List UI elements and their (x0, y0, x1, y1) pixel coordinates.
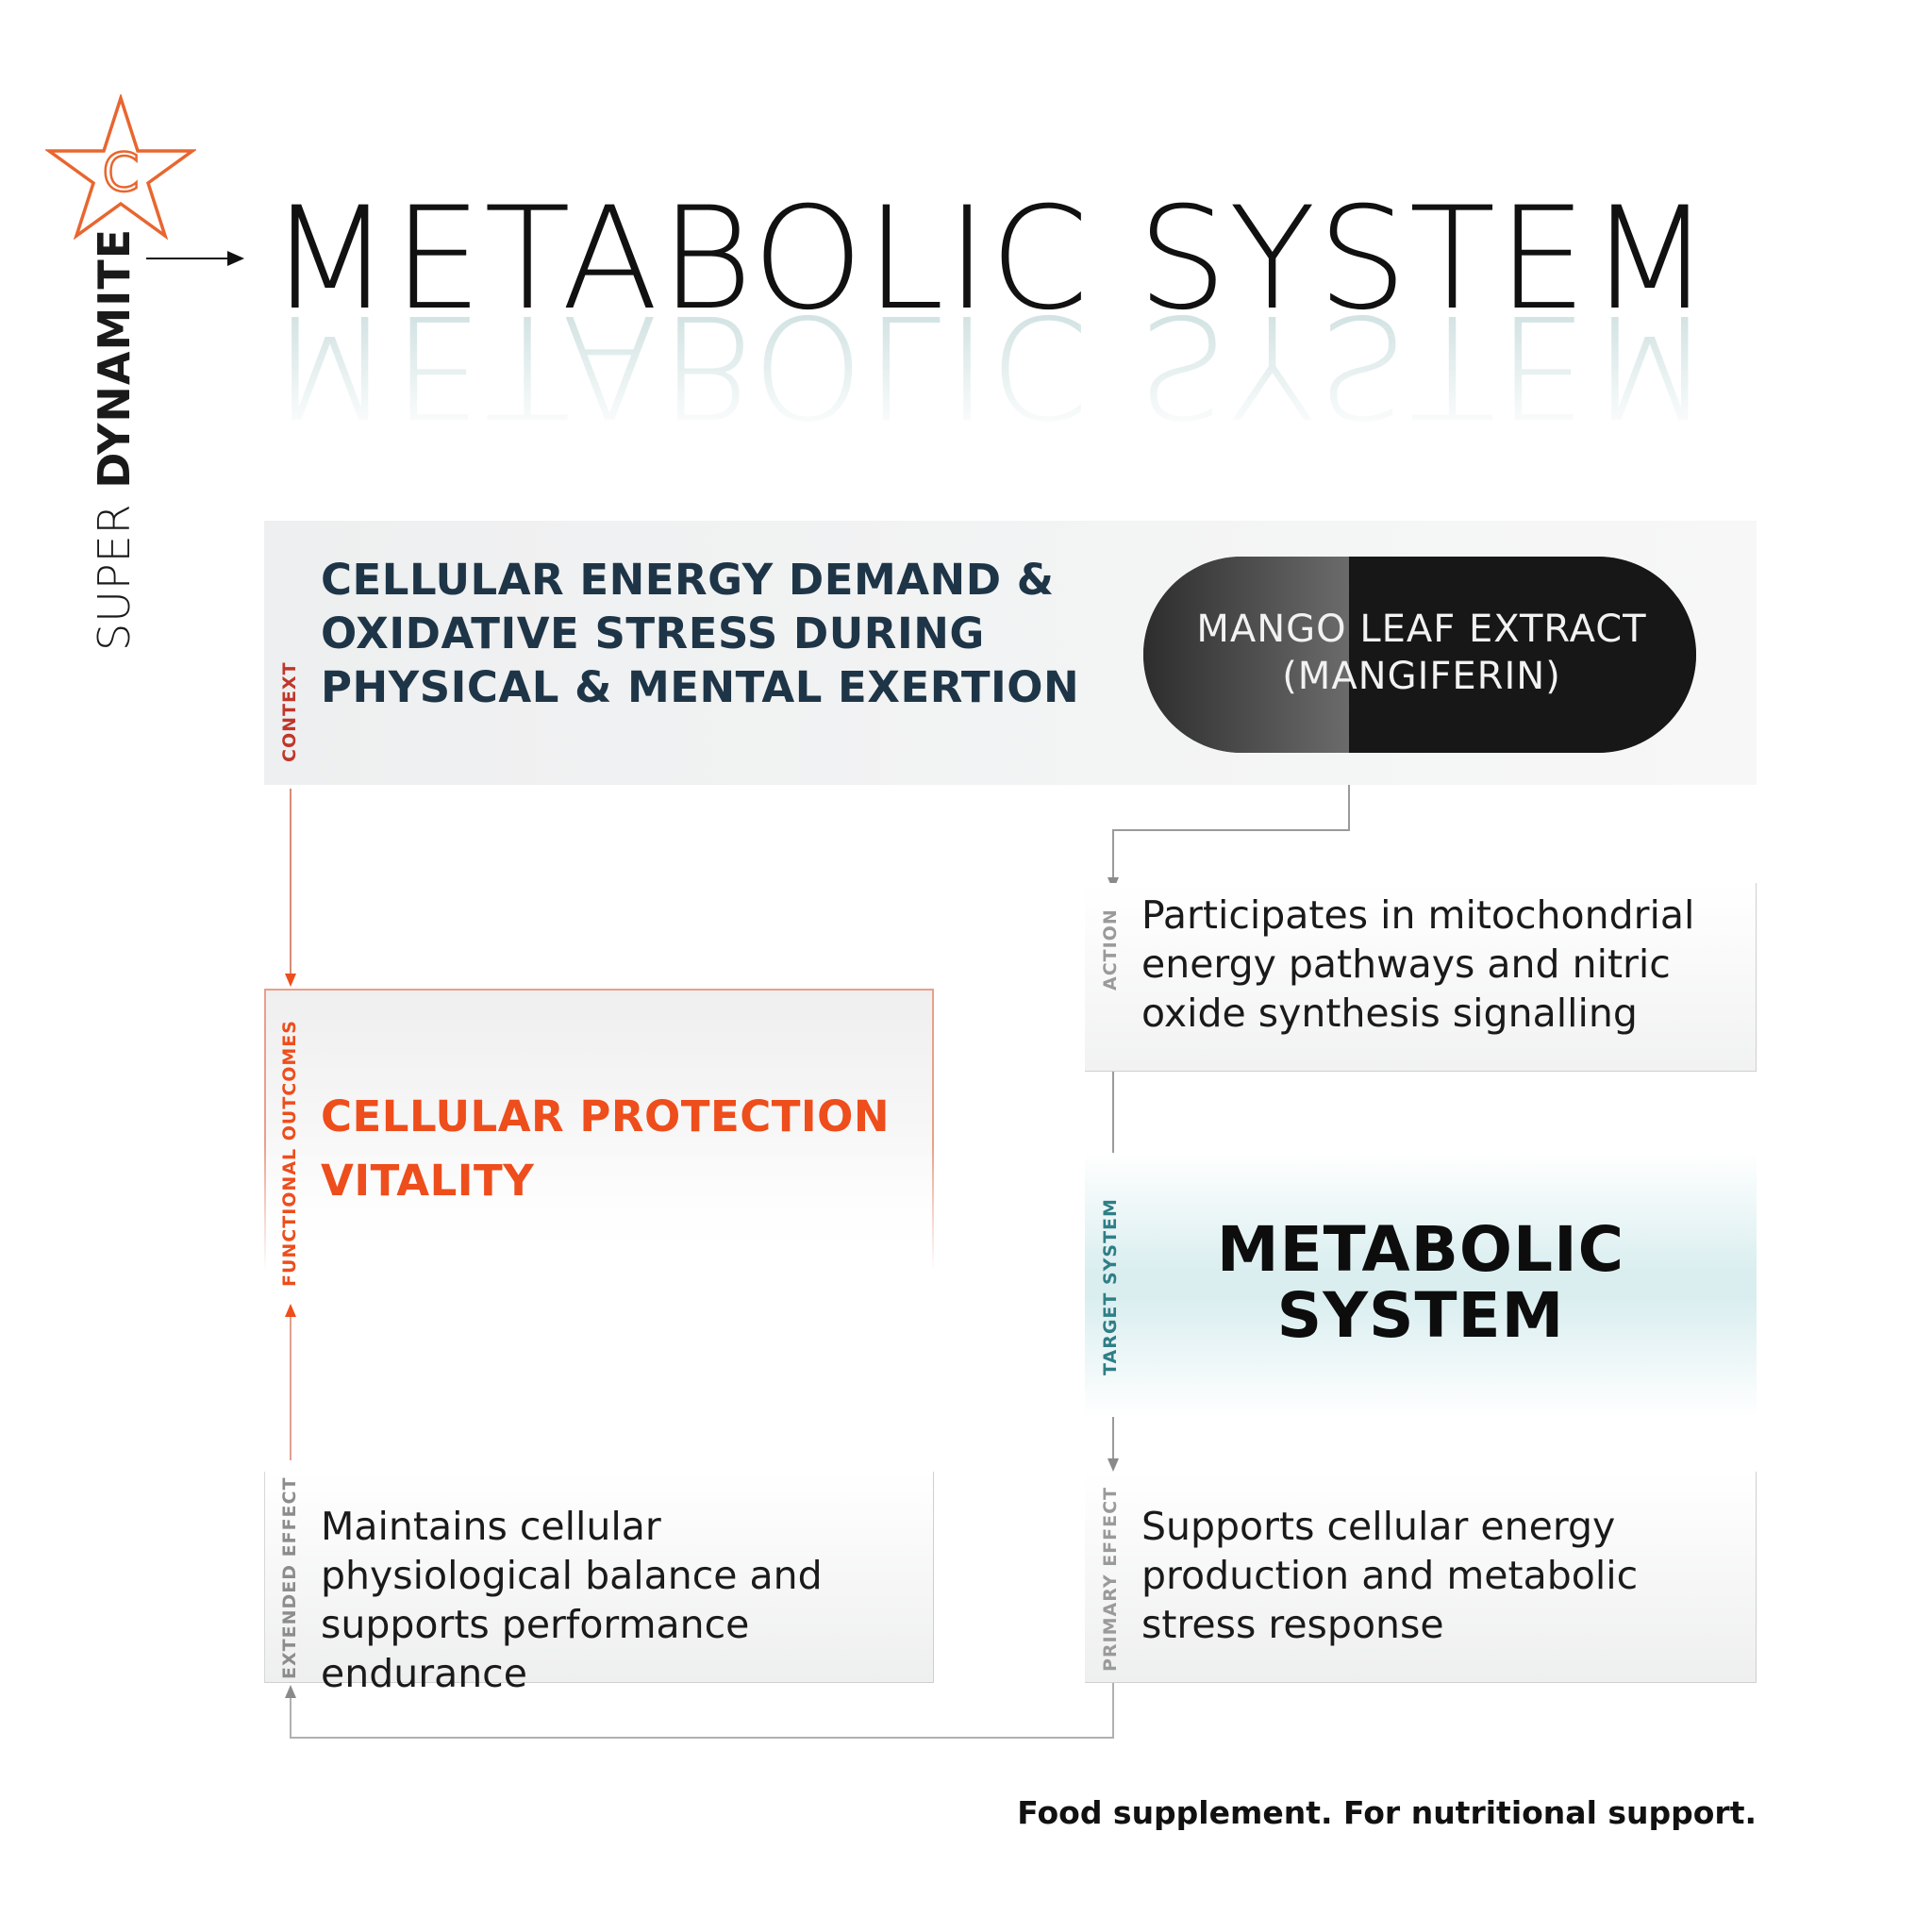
page-title-reflection: METABOLIC SYSTEM (269, 283, 1713, 447)
extended-effect-box (264, 1472, 934, 1683)
extended-effect-label: EXTENDED EFFECT (279, 1476, 300, 1679)
brand-star-icon: C (45, 94, 196, 240)
action-label: ACTION (1100, 908, 1121, 991)
arrowhead-primary (1108, 1458, 1119, 1472)
outcome-line1: CELLULAR PROTECTION (321, 1091, 891, 1141)
page-title: METABOLIC SYSTEM (269, 177, 1713, 341)
target-line1: METABOLIC (1216, 1213, 1625, 1286)
capsule-right-half (1349, 557, 1696, 753)
ingredient-name: MANGO LEAF EXTRACT (MANGIFERIN) (1143, 606, 1696, 700)
outcome-line2: VITALITY (321, 1156, 535, 1206)
arrowhead-outcomes-down (285, 974, 296, 987)
brand-light-word: SUPER (89, 488, 140, 651)
primary-effect-text: Supports cellular energy production and … (1141, 1504, 1639, 1647)
capsule-left-half (1143, 557, 1349, 753)
action-box (1085, 883, 1757, 1072)
footer-note: Food supplement. For nutritional support… (1017, 1794, 1757, 1831)
arrowhead-extended (285, 1685, 296, 1698)
target-system-box (1085, 1153, 1757, 1417)
extended-effect-text: Maintains cellular physiological balance… (321, 1504, 823, 1696)
target-system-text: METABOLIC SYSTEM (1085, 1217, 1757, 1349)
context-text: CELLULAR ENERGY DEMAND & OXIDATIVE STRES… (321, 555, 1080, 712)
brand-star-letter: C (102, 142, 139, 204)
ingredient-line1: MANGO LEAF EXTRACT (1196, 608, 1647, 651)
ingredient-line2: (MANGIFERIN) (1282, 655, 1561, 698)
brand-arrow-icon (146, 251, 244, 266)
functional-outcomes-box (264, 989, 934, 1272)
arrowhead-outcomes-up (285, 1304, 296, 1317)
action-text: Participates in mitochondrial energy pat… (1141, 892, 1695, 1036)
target-line2: SYSTEM (1276, 1279, 1565, 1352)
ingredient-capsule: MANGO LEAF EXTRACT (MANGIFERIN) (1143, 557, 1696, 753)
primary-effect-box (1085, 1472, 1757, 1683)
context-label: CONTEXT (279, 661, 300, 762)
brand-bold-word: DYNAMITE (89, 227, 140, 489)
primary-effect-label: PRIMARY EFFECT (1100, 1486, 1121, 1672)
functional-outcomes-text: CELLULAR PROTECTION VITALITY (321, 1085, 943, 1213)
functional-outcomes-label: FUNCTIONAL OUTCOMES (279, 1020, 300, 1287)
brand-name: SUPER DYNAMITE (89, 228, 140, 651)
